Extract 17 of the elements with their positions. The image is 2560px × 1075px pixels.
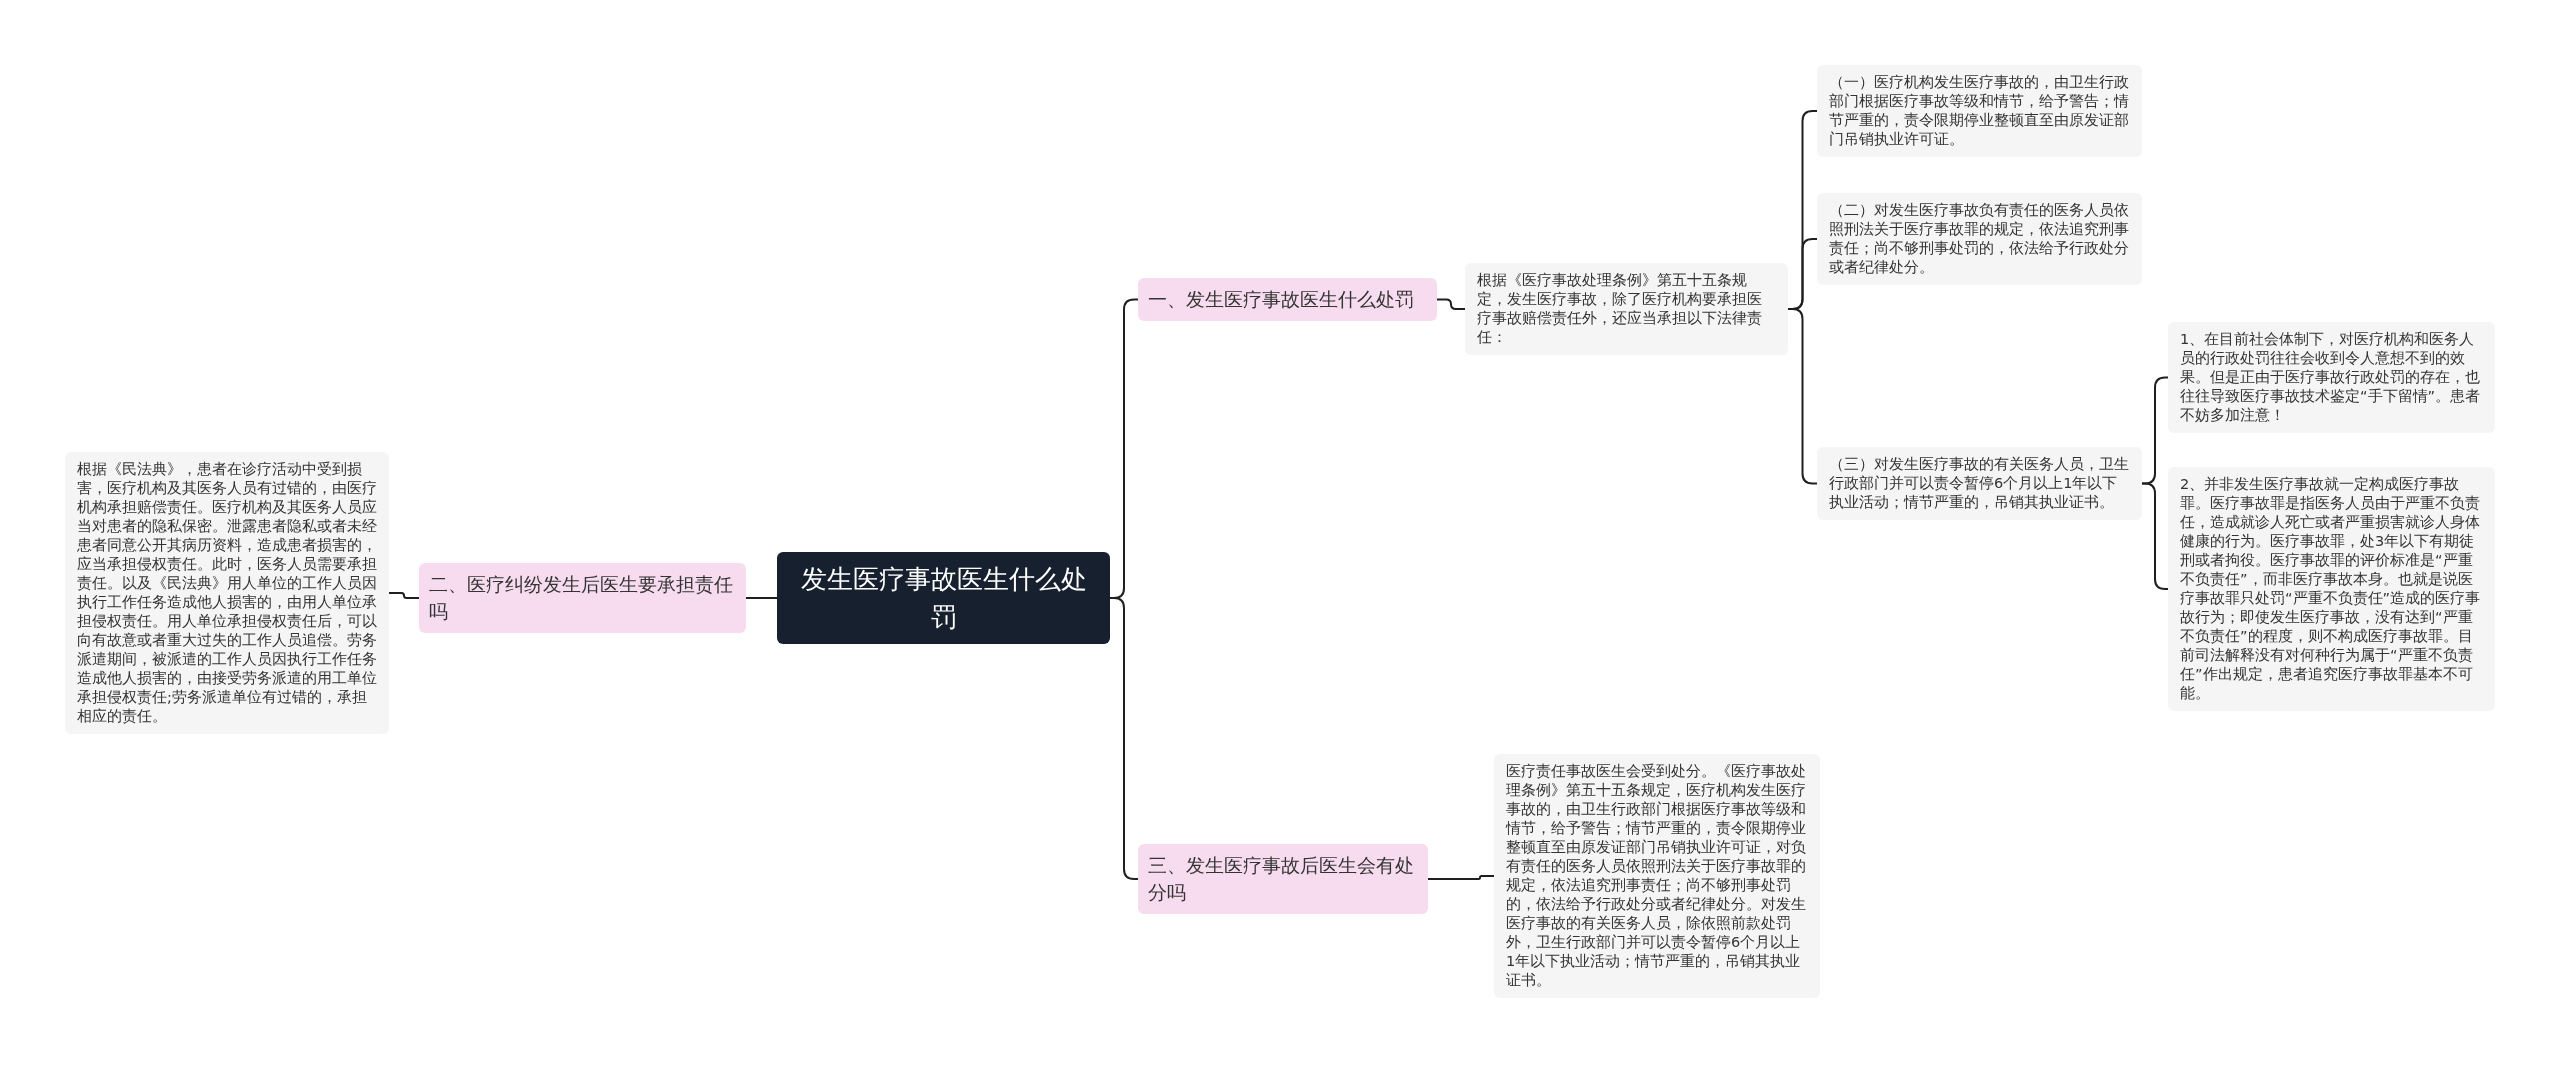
note-box: 2、并非发生医疗事故就一定构成医疗事故罪。医疗事故罪是指医务人员由于严重不负责任，造成就诊人死亡或者严重损害就诊人身体健康的行为。医疗事故罪，处3年以下有期徒刑或者拘役。医疗事故罪的评价标准是“严重不负责任”，而非医疗事故本身。也就是说医疗事故罪只处罚“严重不负责任”造成的医疗事故行为；即使发生医疗事故，没有达到“严重不负责任”的程度，则不构成医疗事故罪。目前司法解释没有对何种行为属于“严重不负责任”作出规定，患者追究医疗事故罪基本不可能。 xyxy=(2168,467,2495,711)
connector-line xyxy=(1427,875,1495,880)
topic-box: 一、发生医疗事故医生什么处罚 xyxy=(1138,278,1437,321)
note-box: 1、在目前社会体制下，对医疗机构和医务人员的行政处罚往往会收到令人意想不到的效果。但是正由于医疗事故行政处罚的存在，也往往导致医疗事故技术鉴定“手下留情”。患者不妨多加注意！ xyxy=(2168,322,2495,433)
topic-box: 二、医疗纠纷发生后医生要承担责任吗 xyxy=(419,563,746,633)
note-box: 根据《医疗事故处理条例》第五十五条规定，发生医疗事故，除了医疗机构要承担医疗事故赔偿责任外，还应当承担以下法律责任： xyxy=(1465,263,1788,355)
connector-line xyxy=(1436,298,1466,310)
note-box: 根据《民法典》，患者在诊疗活动中受到损害，医疗机构及其医务人员有过错的，由医疗机构承担赔偿责任。医疗机构及其医务人员应当对患者的隐私保密。泄露患者隐私或者未经患者同意公开其病历资料，造成患者损害的，应当承担侵权责任。此时，医务人员需要承担责任。以及《民法典》用人单位的工作人员因执行工作任务造成他人损害的，由用人单位承担侵权责任。用人单位承担侵权责任后，可以向有故意或者重大过失的工作人员追偿。劳务派遣期间，被派遣的工作人员因执行工作任务造成他人损害的，由接受劳务派遣的用工单位承担侵权责任;劳务派遣单位有过错的，承担相应的责任。 xyxy=(65,452,389,734)
note-box: （三）对发生医疗事故的有关医务人员，卫生行政部门并可以责令暂停6个月以上1年以下执业活动；情节严重的，吊销其执业证书。 xyxy=(1817,447,2142,520)
note-box: （二）对发生医疗事故负有责任的医务人员依照刑法关于医疗事故罪的规定，依法追究刑事责任；尚不够刑事处罚的，依法给予行政处分或者纪律处分。 xyxy=(1817,193,2142,285)
note-box: （一）医疗机构发生医疗事故的，由卫生行政部门根据医疗事故等级和情节，给予警告；情节严重的，责令限期停业整顿直至由原发证部门吊销执业许可证。 xyxy=(1817,65,2142,157)
connector-line xyxy=(745,597,778,599)
central-topic-box: 发生医疗事故医生什么处罚 xyxy=(777,552,1110,644)
note-box: 医疗责任事故医生会受到处分。《医疗事故处理条例》第五十五条规定，医疗机构发生医疗事故的，由卫生行政部门根据医疗事故等级和情节，给予警告；情节严重的，责令限期停业整顿直至由原发证部门吊销执业许可证，对负有责任的医务人员依照刑法关于医疗事故罪的规定，依法追究刑事责任；尚不够刑事处罚的，依法给予行政处分或者纪律处分。对发生医疗事故的有关医务人员，除依照前款处罚外，卫生行政部门并可以责令暂停6个月以上1年以下执业活动；情节严重的，吊销其执业证书。 xyxy=(1494,754,1820,998)
connector-line xyxy=(388,592,420,599)
connector-line xyxy=(2141,482,2169,590)
topic-box: 三、发生医疗事故后医生会有处分吗 xyxy=(1138,844,1428,914)
